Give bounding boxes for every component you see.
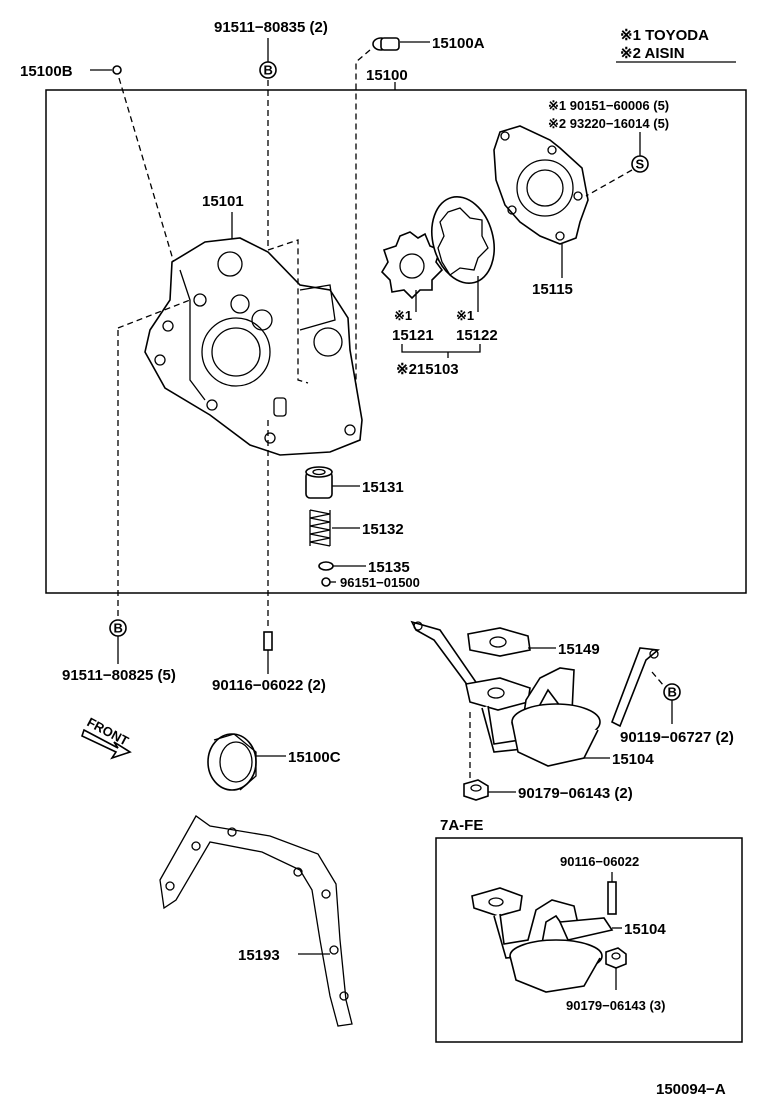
nut-90179-b [605,947,627,969]
label-90151: ※1 90151−60006 (5) [548,98,669,113]
label-15131: 15131 [362,479,404,496]
inset-frame-7a-fe [435,837,743,1043]
front-arrow: FRONT [81,714,132,760]
marker-b-top-text: B [264,63,273,78]
label-90179-a: 90179−06143 (2) [518,785,633,802]
retainer-15135 [318,561,334,571]
snap-ring-96151 [321,577,331,587]
dash-body-right [267,239,309,384]
label-15104-b: 15104 [624,921,666,938]
stud-90116 [263,631,273,651]
marker-s [631,155,649,173]
label-15135: 15135 [368,559,410,576]
dash-screws [585,169,633,197]
label-15122: 15122 [456,327,498,344]
spring-15132 [309,509,331,547]
relief-valve-15131 [305,466,333,499]
marker-s-text: S [636,157,645,172]
assembly-frame-15100 [45,89,747,594]
label-93220: ※2 93220−16014 (5) [548,116,669,131]
label-91511-80825: 91511−80825 (5) [62,667,176,684]
label-15100b: 15100B [20,63,73,80]
label-15100a: 15100A [432,35,485,52]
bracket-15103 [401,344,481,353]
mark-15122: ※1 [456,308,474,323]
label-15101: 15101 [202,193,244,210]
marker-b-right-text: B [668,685,677,700]
label-15100c: 15100C [288,749,341,766]
oil-strainer-15104 [465,667,601,767]
legend-aisin: ※2 AISIN [620,45,685,62]
label-15104-a: 15104 [612,751,654,768]
driven-rotor-15122 [431,195,495,285]
label-15132: 15132 [362,521,404,538]
label-15115: 15115 [532,281,573,298]
label-90179-b: 90179−06143 (3) [566,998,665,1013]
label-7a-fe: 7A-FE [440,817,483,834]
label-15100: 15100 [366,67,408,84]
gasket-15149 [467,627,531,657]
dash-body-left [117,299,191,329]
stud-90116-b [607,881,617,915]
plug-15100a [372,37,400,51]
oil-seal-15100c [207,733,257,791]
label-15121: 15121 [392,327,434,344]
dowel-pin-15100b [112,65,122,75]
label-90116-a: 90116−06022 (2) [212,677,326,694]
legend: ※1 TOYODA ※2 AISIN [616,27,736,63]
mark-15121: ※1 [394,308,412,323]
gasket-15193 [159,815,353,1027]
figure-number: 150094−A [656,1081,726,1098]
label-15103: ※215103 [396,361,459,378]
marker-b-left-text: B [114,621,123,636]
label-15193: 15193 [238,947,280,964]
pump-body-15101 [144,237,363,456]
legend-toyoda: ※1 TOYODA [620,27,709,44]
label-90119: 90119−06727 (2) [620,729,734,746]
marker-b-top [259,61,277,79]
label-96151: 96151−01500 [340,575,420,590]
dash-90119 [651,671,665,687]
label-91511-80835: 91511−80835 (2) [214,19,328,36]
label-15149: 15149 [558,641,600,658]
label-90116-b: 90116−06022 [560,854,639,869]
pump-cover-15115 [493,125,589,245]
nut-90179-a [463,779,489,801]
oil-strainer-15104-inset [471,887,614,993]
